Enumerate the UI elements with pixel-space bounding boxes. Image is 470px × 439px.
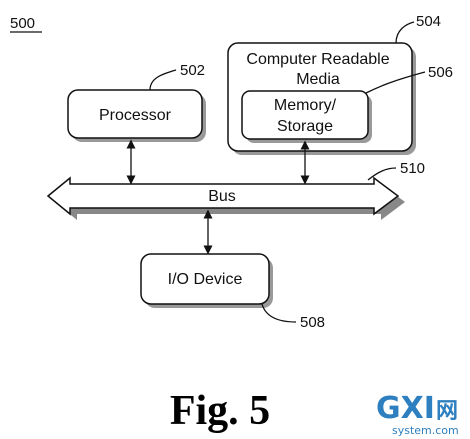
crm-ref: 504 [416,13,441,30]
processor-label: Processor [99,107,172,124]
memory-label-line1: Memory/ [274,97,337,114]
io-leader-line [261,303,297,323]
bus-label: Bus [208,188,236,205]
bus-block: Bus [46,176,405,220]
figure-caption: Fig. 5 [170,388,270,434]
memory-ref: 506 [428,64,453,81]
watermark-site: system.com [392,424,459,437]
watermark-logo: GXI 网 system.com [376,391,459,437]
processor-ref: 502 [180,62,205,79]
memory-label-line2: Storage [277,118,333,135]
memory-leader-line [365,71,426,94]
memory-box [241,90,369,140]
figure-number: 500 [10,15,35,32]
bus-arrow [46,176,400,216]
io-box [140,253,270,305]
processor-box [67,89,203,139]
io-block: I/O Device [140,253,273,308]
bus-ref: 510 [400,160,425,177]
processor-leader-line [149,69,177,91]
memory-block: Memory/ Storage [241,90,372,143]
watermark-mark: GXI [376,391,435,426]
crm-label-line2: Media [296,71,340,88]
io-ref: 508 [300,314,325,331]
io-label: I/O Device [168,271,243,288]
processor-block: Processor [67,89,206,142]
crm-leader-line [395,21,415,44]
bus-leader-line [367,167,397,181]
watermark-cn: 网 [436,399,458,424]
crm-label-line1: Computer Readable [246,51,389,68]
